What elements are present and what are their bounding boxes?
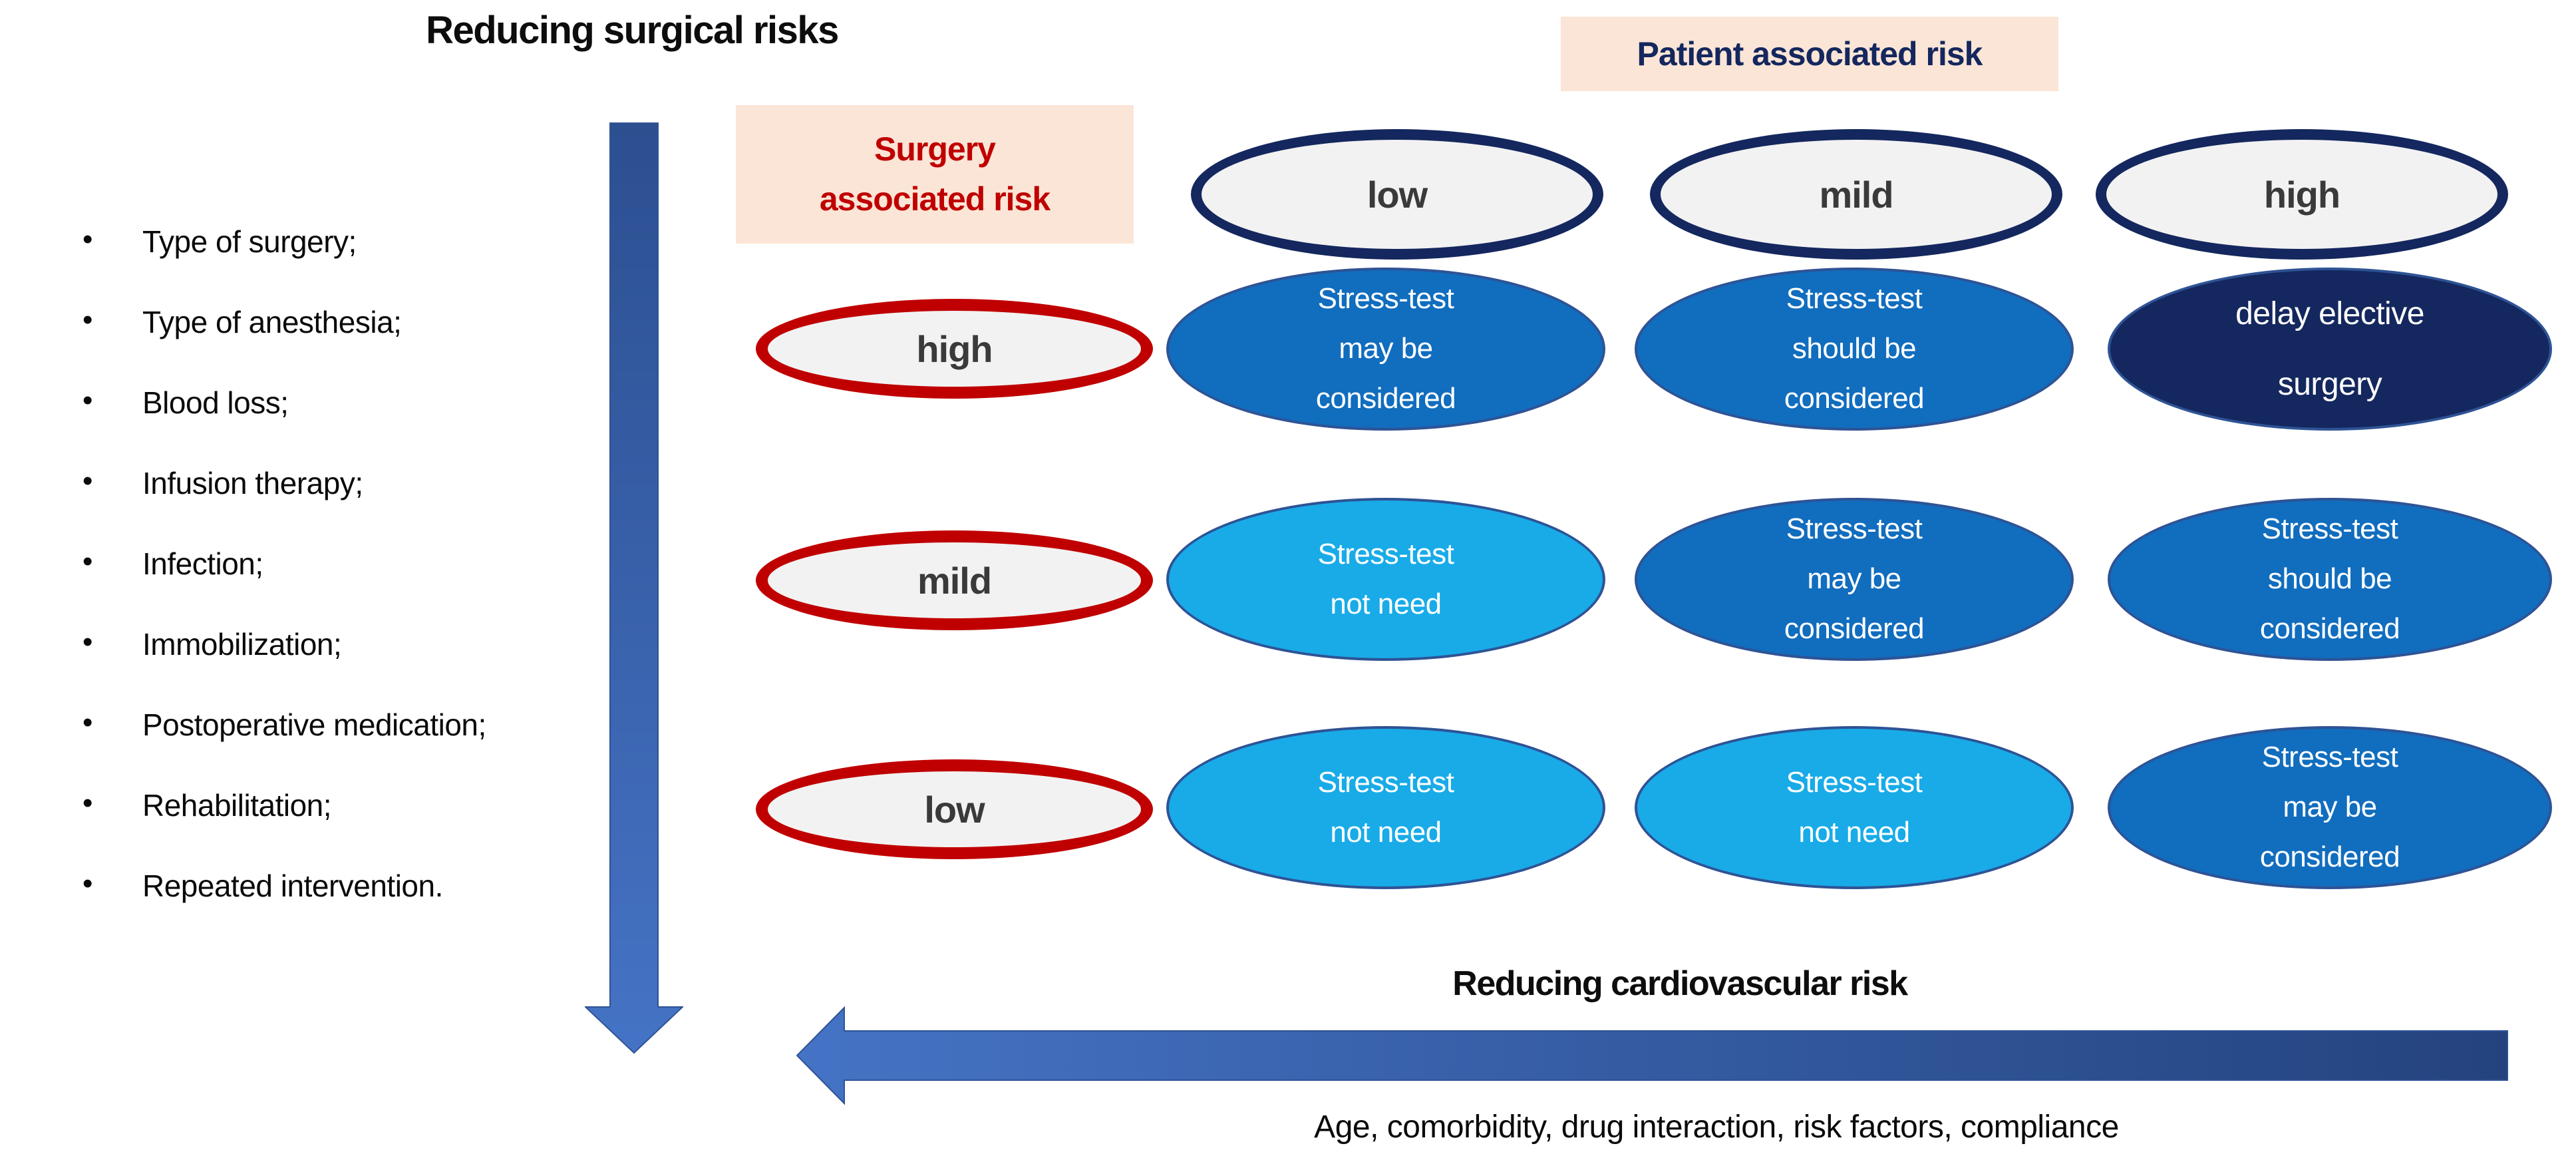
row-header-label: high [916,327,993,370]
row-header-label: low [924,788,985,831]
list-item: Rehabilitation; [79,789,597,821]
matrix-cell-mild-mild: Stress-test may be considered [1635,498,2074,661]
row-header-label: mild [917,559,992,602]
column-header-oval-low: low [1191,129,1603,260]
page-title: Reducing surgical risks [426,9,839,52]
cell-text: Stress-test should be considered [1784,282,1925,415]
column-header-label: low [1367,173,1428,216]
matrix-cell-low-mild: Stress-test not need [1635,726,2074,889]
row-header-oval-high: high [756,299,1153,399]
cell-text: Stress-test may be considered [1784,512,1925,645]
column-header-label: mild [1819,173,1893,216]
surgery-risk-header: Surgery associated risk [736,105,1134,244]
list-item: Immobilization; [79,628,597,660]
list-item: Postoperative medication; [79,708,597,740]
cell-text: Stress-test not need [1786,765,1923,849]
left-arrow-icon [796,1006,2508,1105]
cell-text: Stress-test should be considered [2259,512,2400,645]
cardiovascular-risk-title: Reducing cardiovascular risk [1452,964,1908,1003]
cell-text: Stress-test may be considered [2259,741,2400,873]
row-header-oval-low: low [756,759,1153,859]
patient-risk-header-label: Patient associated risk [1637,35,1983,73]
down-arrow-icon [585,122,683,1054]
column-header-oval-mild: mild [1650,129,2062,260]
matrix-cell-mild-low: Stress-test not need [1166,498,1605,661]
matrix-cell-high-mild: Stress-test should be considered [1635,268,2074,431]
cell-text: Stress-test not need [1317,765,1454,849]
matrix-cell-low-high: Stress-test may be considered [2108,726,2552,889]
row-header-oval-mild: mild [756,530,1153,630]
surgery-risk-header-label: Surgery associated risk [819,130,1050,218]
cell-text: Stress-test not need [1317,537,1454,620]
matrix-cell-low-low: Stress-test not need [1166,726,1605,889]
surgical-risk-factor-list: Type of surgery; Type of anesthesia; Blo… [79,225,597,951]
matrix-cell-mild-high: Stress-test should be considered [2108,498,2552,661]
list-item: Infusion therapy; [79,467,597,498]
column-header-label: high [2263,173,2340,216]
list-item: Type of anesthesia; [79,305,597,337]
patient-risk-factors-caption: Age, comorbidity, drug interaction, risk… [1314,1109,2119,1145]
list-item: Type of surgery; [79,225,597,257]
column-header-oval-high: high [2096,129,2508,260]
matrix-cell-high-low: Stress-test may be considered [1166,268,1605,431]
list-item: Infection; [79,547,597,579]
matrix-cell-high-high: delay elective surgery [2108,268,2552,431]
patient-risk-header: Patient associated risk [1561,17,2058,91]
list-item: Blood loss; [79,386,597,418]
cell-text: delay elective surgery [2235,295,2424,402]
cell-text: Stress-test may be considered [1315,282,1456,415]
list-item: Repeated intervention. [79,869,597,901]
